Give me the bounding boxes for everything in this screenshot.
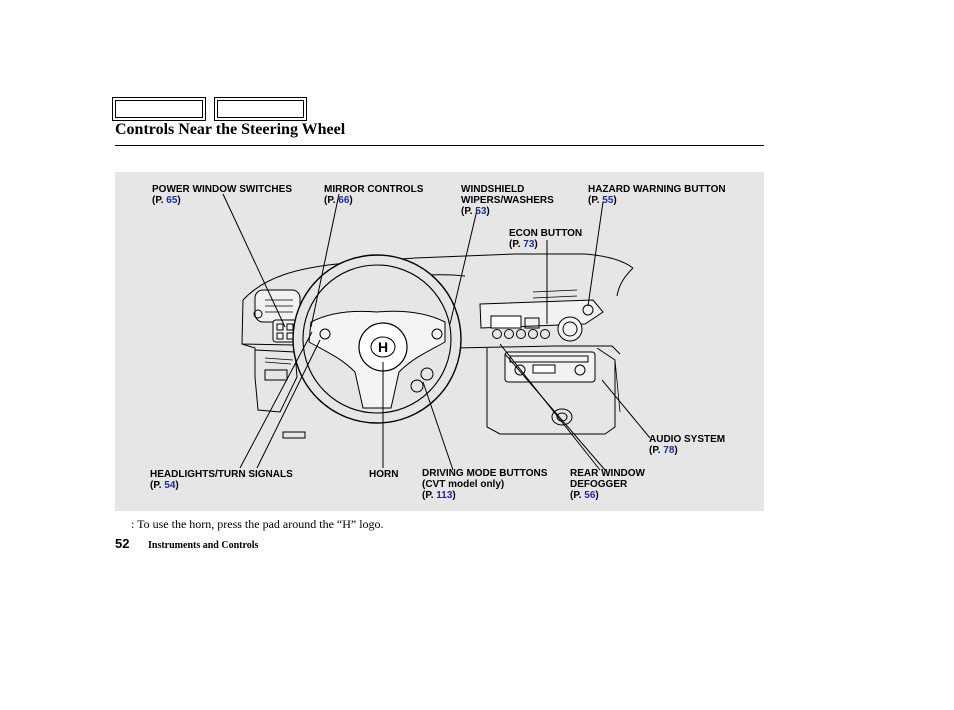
page-title: Controls Near the Steering Wheel (115, 121, 346, 138)
dashboard-illustration: H (222, 193, 651, 471)
label-driving-mode-buttons: DRIVING MODE BUTTONS (CVT model only) (P… (422, 468, 548, 501)
h-logo-icon: H (378, 339, 388, 355)
title-rule (115, 145, 764, 146)
page-number: 52 (115, 536, 130, 551)
label-econ-button: ECON BUTTON (P. 73) (509, 228, 583, 250)
label-rear-window-defogger: REAR WINDOW DEFOGGER (P. 56) (570, 468, 645, 501)
page-link-hazard[interactable]: 55 (602, 195, 614, 206)
page-link-mirror[interactable]: 66 (338, 195, 350, 206)
label-audio-system: AUDIO SYSTEM (P. 78) (649, 434, 726, 456)
label-hazard-warning-button: HAZARD WARNING BUTTON (P. 55) (588, 184, 726, 206)
page-link-driving-mode[interactable]: 113 (436, 490, 453, 501)
label-horn: HORN (369, 469, 399, 480)
label-power-window-switches: POWER WINDOW SWITCHES (P. 65) (152, 184, 292, 206)
page-link-headlights[interactable]: 54 (164, 480, 176, 491)
page-link-power-window[interactable]: 65 (166, 195, 178, 206)
label-windshield-wipers: WINDSHIELD WIPERS/WASHERS (P. 53) (461, 184, 554, 217)
section-name: Instruments and Controls (148, 540, 259, 551)
page-link-econ[interactable]: 73 (523, 239, 535, 250)
next-page-button[interactable] (214, 97, 307, 121)
label-mirror-controls: MIRROR CONTROLS (P. 66) (324, 184, 424, 206)
dashboard-illustration-panel: H POWER WINDOW SWITCHES (P. 65) MIRROR C… (115, 172, 764, 511)
previous-page-button[interactable] (112, 97, 206, 121)
label-headlights-turn-signals: HEADLIGHTS/TURN SIGNALS (P. 54) (150, 469, 293, 491)
horn-note: : To use the horn, press the pad around … (131, 517, 384, 531)
page-link-wipers[interactable]: 53 (475, 206, 487, 217)
page-link-audio[interactable]: 78 (663, 445, 675, 456)
page-link-defogger[interactable]: 56 (584, 490, 596, 501)
